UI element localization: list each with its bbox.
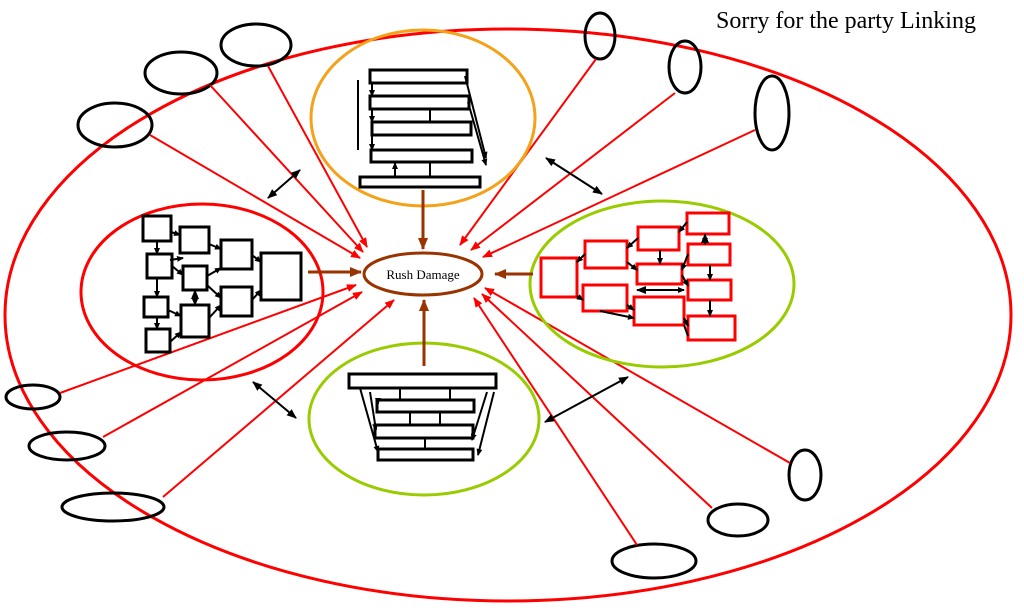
process-box [686,278,733,302]
inter-cluster-link [545,157,603,195]
peripheral-node [667,39,703,95]
center-ellipse [362,251,484,297]
peripheral-link [149,134,361,259]
cluster-links [308,190,533,366]
inter-cluster-link [544,376,629,423]
process-box [370,120,473,137]
outer-ring [3,27,1013,603]
process-box [178,225,211,255]
process-box [539,256,579,299]
process-box [179,303,211,339]
cluster-ellipse [528,199,796,369]
peripheral-node [753,74,791,152]
process-box [376,447,475,462]
peripheral-link [59,284,357,394]
process-box [347,372,498,390]
peripheral-link [482,129,756,258]
process-box [145,252,174,280]
process-box [358,175,482,189]
peripheral-node [4,383,62,411]
process-box [181,264,209,292]
inter-cluster-links [252,157,629,423]
process-box [686,314,737,342]
process-box [636,225,681,252]
cluster-top [309,28,537,208]
peripheral-node [610,542,698,580]
cluster-bottom [307,341,541,497]
process-box [368,94,471,111]
peripheral-node [706,502,770,538]
inter-cluster-link [252,381,297,419]
process-box [581,283,629,313]
process-box [259,251,303,302]
cluster-ellipse [79,202,325,382]
process-box [686,242,732,267]
peripheral-node [787,448,823,502]
process-box [142,295,170,319]
process-box [219,285,254,318]
peripheral-node [219,22,293,68]
peripheral-link [459,58,597,246]
center-node: Rush Damage [362,251,484,297]
peripheral-node [583,11,617,61]
process-box [375,398,476,414]
peripheral-node [27,430,107,462]
process-box [369,148,474,164]
cluster-right [528,199,796,369]
peripheral-link [473,297,638,546]
center-label: Rush Damage [386,267,460,282]
peripheral-node [60,491,166,523]
process-box [583,239,629,270]
process-box [144,327,172,354]
peripheral-link [484,287,791,464]
process-box [219,238,254,271]
process-box [632,295,686,327]
inter-cluster-link [267,169,301,199]
process-box [368,68,469,85]
process-box [685,211,731,236]
process-box [635,262,684,286]
peripheral-node [143,50,219,96]
page-title: Sorry for the party Linking [716,8,976,34]
peripheral-node [76,101,154,149]
cluster-left [79,202,325,382]
peripheral-link [209,84,364,253]
peripheral-link [267,65,368,248]
peripheral-nodes [4,11,823,580]
process-box [141,214,173,243]
process-box [373,423,475,440]
